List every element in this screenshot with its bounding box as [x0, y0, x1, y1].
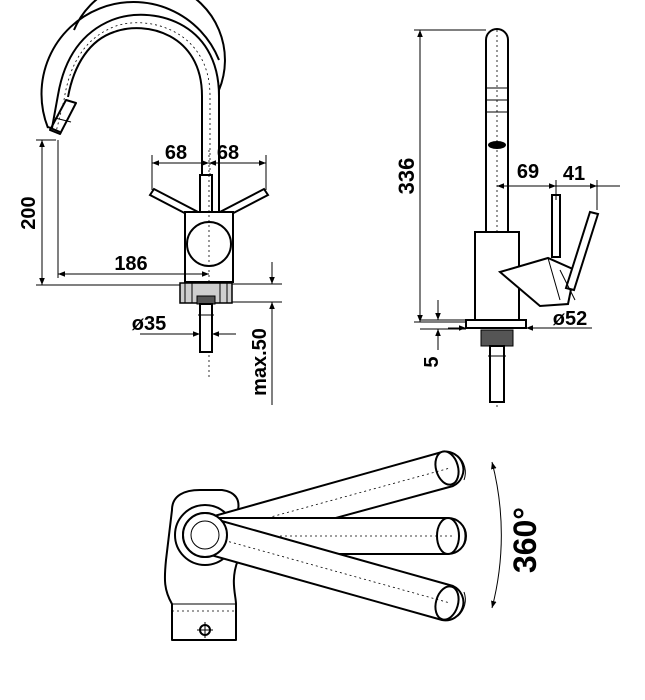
- dimension-hole: ø35: [132, 313, 236, 337]
- side-spout: [485, 28, 509, 232]
- dim-base-height-label: 5: [421, 356, 443, 367]
- dim-lever-label: 41: [563, 163, 585, 185]
- dim-body-offset-label: 69: [517, 161, 539, 183]
- dimension-counter-thickness: max.50: [232, 262, 282, 405]
- dim-hole-label: ø35: [132, 313, 166, 335]
- dimension-offsets: 69 41: [497, 161, 620, 210]
- dimension-rotation: 360°: [491, 461, 543, 609]
- dim-right-arm-label: 68: [217, 142, 239, 164]
- front-spout-outer: [40, 0, 226, 300]
- front-nozzle: [49, 99, 77, 135]
- dimension-base-diameter: ø52: [448, 308, 592, 331]
- top-spout-position-lower: [198, 516, 466, 622]
- front-spout: [47, 13, 220, 258]
- front-cartridge: [186, 221, 232, 267]
- front-view: 68 68 200 186 ø35 max.: [18, 0, 282, 405]
- side-shank: [489, 345, 505, 403]
- dim-reach-label: 186: [114, 253, 147, 275]
- dim-height-label: 200: [18, 196, 40, 229]
- dim-left-arm-label: 68: [165, 142, 187, 164]
- dimension-reach: 186: [57, 140, 209, 278]
- dimension-spout-height: 200: [18, 139, 180, 286]
- dimension-total-height: 336: [394, 29, 486, 323]
- dimension-base-height: 5: [420, 300, 466, 368]
- dim-base-label: ø52: [553, 308, 587, 330]
- side-view: 336 69 41 ø52 5: [394, 28, 620, 410]
- side-base: [465, 319, 527, 329]
- top-view: 360°: [163, 450, 543, 641]
- dimension-arm-width: 68 68: [151, 142, 267, 190]
- dim-total-height-label: 336: [394, 158, 419, 195]
- front-shank: [199, 303, 213, 353]
- dim-rotation-label: 360°: [507, 507, 543, 573]
- dim-thickness-label: max.50: [249, 328, 271, 396]
